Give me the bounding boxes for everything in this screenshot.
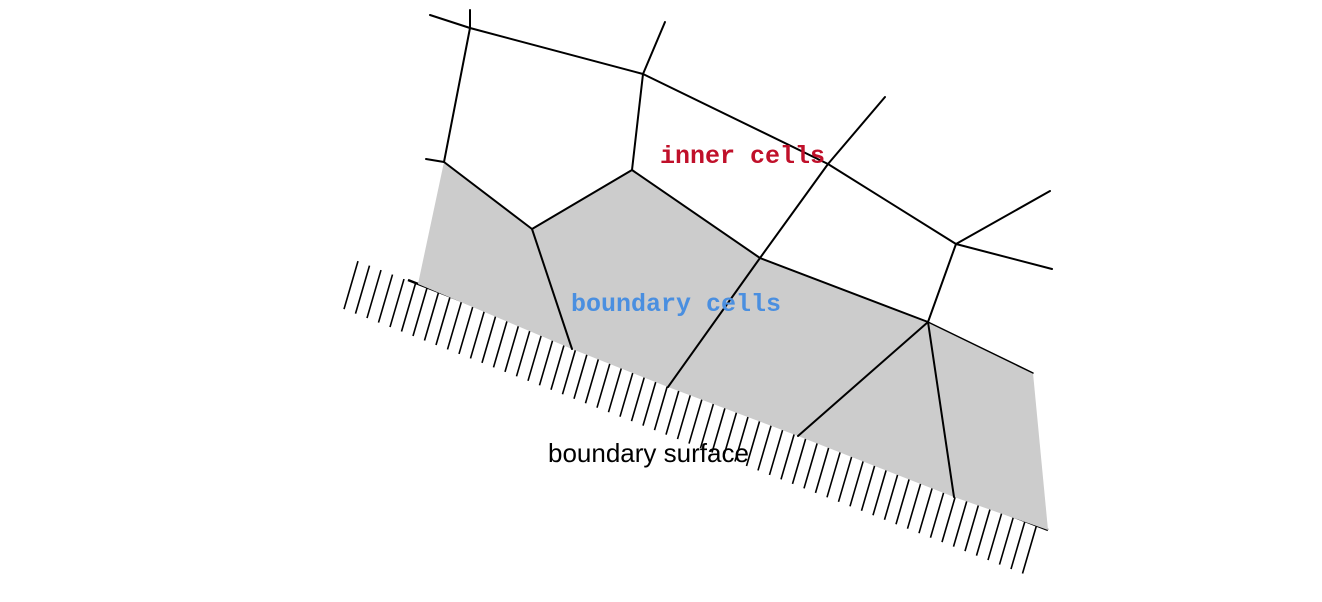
hatch-line bbox=[412, 287, 428, 337]
hatch-line bbox=[699, 399, 716, 449]
hatch-line bbox=[389, 278, 405, 328]
hatch-line bbox=[366, 269, 382, 319]
edge-stub bbox=[642, 21, 666, 75]
boundary-surface-label: boundary surface bbox=[548, 438, 749, 468]
boundary-cell bbox=[418, 162, 572, 349]
boundary-surface-hatching bbox=[343, 260, 1038, 574]
hatch-line bbox=[768, 426, 785, 476]
hatch-line bbox=[998, 516, 1015, 565]
edge bbox=[531, 228, 573, 350]
edge bbox=[927, 321, 1034, 374]
hatch-line bbox=[849, 458, 865, 507]
hatch-line bbox=[343, 260, 359, 310]
hatch-line bbox=[860, 462, 877, 512]
hatch-line bbox=[653, 381, 670, 431]
edge bbox=[759, 163, 829, 259]
hatch-line bbox=[492, 319, 509, 368]
hatch-line bbox=[676, 390, 693, 440]
hatch-line bbox=[607, 363, 624, 413]
edge bbox=[667, 257, 761, 388]
hatch-line bbox=[584, 355, 601, 404]
hatch-line bbox=[745, 417, 762, 467]
hatch-line bbox=[515, 328, 532, 377]
boundary-cell bbox=[668, 258, 928, 436]
top-edge bbox=[429, 14, 957, 245]
hatch-line bbox=[803, 440, 819, 489]
inner-cells-label: inner cells bbox=[660, 142, 825, 171]
hatch-line bbox=[918, 484, 934, 534]
hatch-line bbox=[780, 431, 796, 480]
hatch-line bbox=[987, 511, 1003, 561]
hatch-line bbox=[757, 422, 773, 471]
hatch-line bbox=[377, 274, 394, 323]
hatch-line bbox=[458, 305, 474, 355]
edge-stub bbox=[425, 158, 445, 163]
hatch-line bbox=[665, 386, 681, 435]
hatch-line bbox=[1021, 525, 1038, 574]
hatch-line bbox=[642, 377, 658, 426]
hatch-line bbox=[941, 493, 957, 543]
edge-stub bbox=[955, 190, 1051, 245]
hatch-line bbox=[435, 296, 451, 346]
edge bbox=[797, 321, 929, 437]
hatch-line bbox=[630, 372, 647, 422]
hatch-line bbox=[883, 471, 900, 520]
hatch-line bbox=[872, 467, 888, 516]
hatch-line bbox=[619, 368, 635, 417]
hatch-line bbox=[791, 435, 808, 485]
edge-stub bbox=[955, 243, 1053, 270]
hatch-line bbox=[354, 265, 371, 314]
hatch-line bbox=[837, 453, 854, 503]
boundary-cells bbox=[418, 162, 1048, 530]
hatch-line bbox=[952, 498, 969, 547]
boundary-cell bbox=[532, 170, 760, 387]
hatch-line bbox=[929, 489, 946, 538]
hatch-line bbox=[538, 337, 555, 386]
hatch-line bbox=[688, 395, 704, 444]
boundary-cells-label: boundary cells bbox=[571, 290, 781, 319]
hatch-line bbox=[596, 359, 612, 408]
edge bbox=[927, 321, 955, 498]
hatch-line bbox=[975, 507, 992, 556]
hatch-line bbox=[550, 341, 566, 391]
edge-stub bbox=[827, 96, 886, 165]
hatch-line bbox=[573, 350, 589, 399]
hatch-line bbox=[964, 502, 980, 552]
hatch-line bbox=[423, 292, 440, 341]
hatch-line bbox=[711, 404, 727, 453]
hatch-line bbox=[527, 332, 543, 382]
hatch-line bbox=[734, 413, 750, 462]
hatch-line bbox=[826, 449, 842, 498]
hatch-line bbox=[469, 310, 486, 359]
hatch-line bbox=[400, 283, 417, 332]
edge bbox=[927, 243, 957, 323]
edge bbox=[631, 73, 644, 171]
hatch-line bbox=[814, 444, 831, 494]
hatch-line bbox=[561, 346, 578, 395]
hatch-line bbox=[504, 323, 520, 373]
hatch-line bbox=[446, 301, 463, 350]
boundary-cell bbox=[928, 322, 1048, 530]
boundary-cell bbox=[798, 322, 954, 497]
hatch-line bbox=[722, 408, 739, 458]
hatch-line bbox=[1010, 520, 1026, 570]
hatch-line bbox=[481, 314, 497, 364]
hatch-line bbox=[906, 480, 923, 529]
hatch-line bbox=[895, 475, 911, 525]
mesh-edges bbox=[425, 9, 1053, 498]
inner-boundary-interface bbox=[443, 161, 929, 323]
edge bbox=[443, 27, 471, 163]
